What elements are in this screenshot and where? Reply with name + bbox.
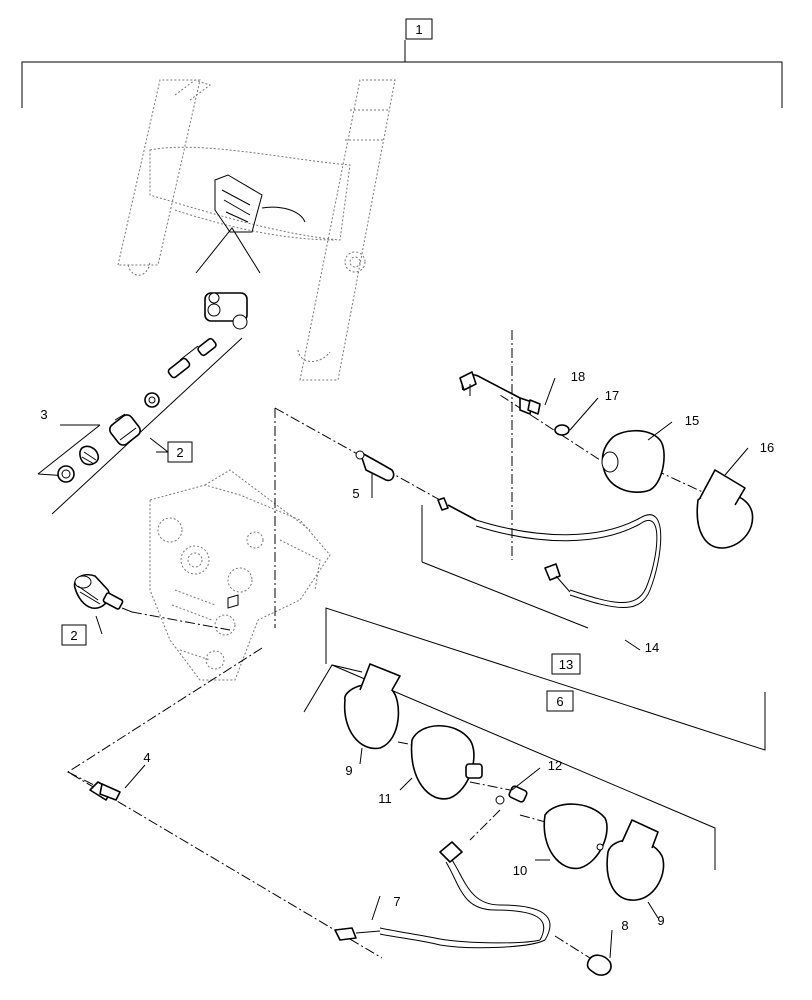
- control-valve-block-illustration: [149, 469, 331, 681]
- callout-16[interactable]: 16: [760, 440, 774, 455]
- callout-label: 1: [415, 22, 422, 37]
- callout-label: 10: [513, 863, 527, 878]
- callout-label: 2: [70, 628, 77, 643]
- callout-13[interactable]: 13: [551, 653, 581, 675]
- callout-label: 15: [685, 413, 699, 428]
- callout-8[interactable]: 8: [621, 918, 628, 933]
- callout-label: 7: [393, 894, 400, 909]
- callout-12[interactable]: 12: [548, 758, 562, 773]
- callout-label: 11: [378, 791, 392, 806]
- coupler-nut-lower: [73, 573, 133, 613]
- callout-label: 14: [645, 640, 659, 655]
- callout-2-lower[interactable]: 2: [61, 624, 87, 646]
- callout-7[interactable]: 7: [393, 894, 400, 909]
- callout-label: 3: [40, 407, 47, 422]
- callout-label: 4: [143, 750, 150, 765]
- machine-frame-illustration: [117, 79, 396, 381]
- callout-label: 9: [657, 913, 664, 928]
- callout-17[interactable]: 17: [605, 388, 619, 403]
- callout-label: 5: [352, 486, 359, 501]
- assembly-bracket-top: [21, 40, 783, 108]
- callout-3[interactable]: 3: [40, 407, 47, 422]
- callout-11[interactable]: 11: [378, 791, 392, 806]
- callout-5[interactable]: 5: [352, 486, 359, 501]
- accumulator-kit-lower: [89, 663, 665, 976]
- callout-2-upper[interactable]: 2: [167, 441, 193, 463]
- accumulator-kit-upper: [355, 371, 754, 608]
- callout-label: 8: [621, 918, 628, 933]
- callout-label: 18: [571, 369, 585, 384]
- leader-lines: [60, 377, 749, 959]
- callout-9-upper[interactable]: 9: [345, 763, 352, 778]
- callout-1[interactable]: 1: [405, 18, 433, 40]
- callout-14[interactable]: 14: [645, 640, 659, 655]
- callout-label: 6: [556, 694, 563, 709]
- kit-brackets: [303, 505, 766, 870]
- callout-label: 17: [605, 388, 619, 403]
- callout-4[interactable]: 4: [143, 750, 150, 765]
- callout-10[interactable]: 10: [513, 863, 527, 878]
- callout-label: 9: [345, 763, 352, 778]
- callout-label: 13: [559, 657, 573, 672]
- callout-18[interactable]: 18: [571, 369, 585, 384]
- callout-label: 12: [548, 758, 562, 773]
- callout-9-lower[interactable]: 9: [657, 913, 664, 928]
- callout-label: 16: [760, 440, 774, 455]
- coupler-parts-upper: [37, 292, 248, 515]
- callout-6[interactable]: 6: [546, 690, 574, 712]
- callout-15[interactable]: 15: [685, 413, 699, 428]
- callout-label: 2: [176, 445, 183, 460]
